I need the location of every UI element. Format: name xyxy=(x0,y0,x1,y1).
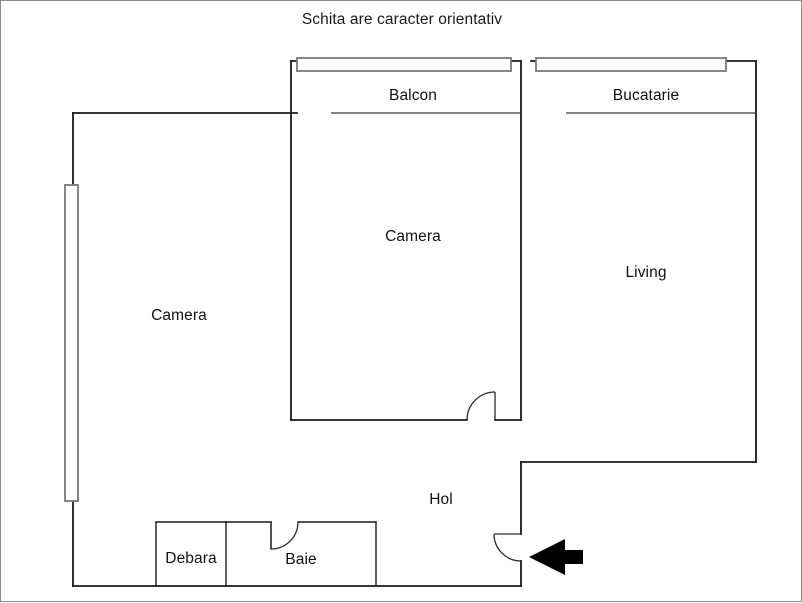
door-camera-hol-arc xyxy=(466,391,496,421)
window-bucatarie xyxy=(535,57,727,72)
window-balcon xyxy=(296,57,512,72)
entrance-arrow xyxy=(529,539,583,575)
windows xyxy=(64,57,727,502)
room-label-hol: Hol xyxy=(429,491,453,508)
room-label-baie: Baie xyxy=(285,551,317,568)
door-arcs xyxy=(270,391,522,562)
page-title: Schita are caracter orientativ xyxy=(301,11,503,28)
room-label-living: Living xyxy=(625,264,667,281)
room-label-debara: Debara xyxy=(165,550,217,567)
door-baie-arc xyxy=(270,521,299,550)
entrance-arrow-shape xyxy=(529,539,583,575)
room-label-camera-center: Camera xyxy=(385,228,441,245)
room-label-camera-left: Camera xyxy=(151,307,207,324)
door-entrance-arc xyxy=(493,533,522,562)
room-label-bucatarie: Bucatarie xyxy=(612,87,680,104)
room-label-balcon: Balcon xyxy=(389,87,437,104)
window-camera-left xyxy=(64,184,79,502)
